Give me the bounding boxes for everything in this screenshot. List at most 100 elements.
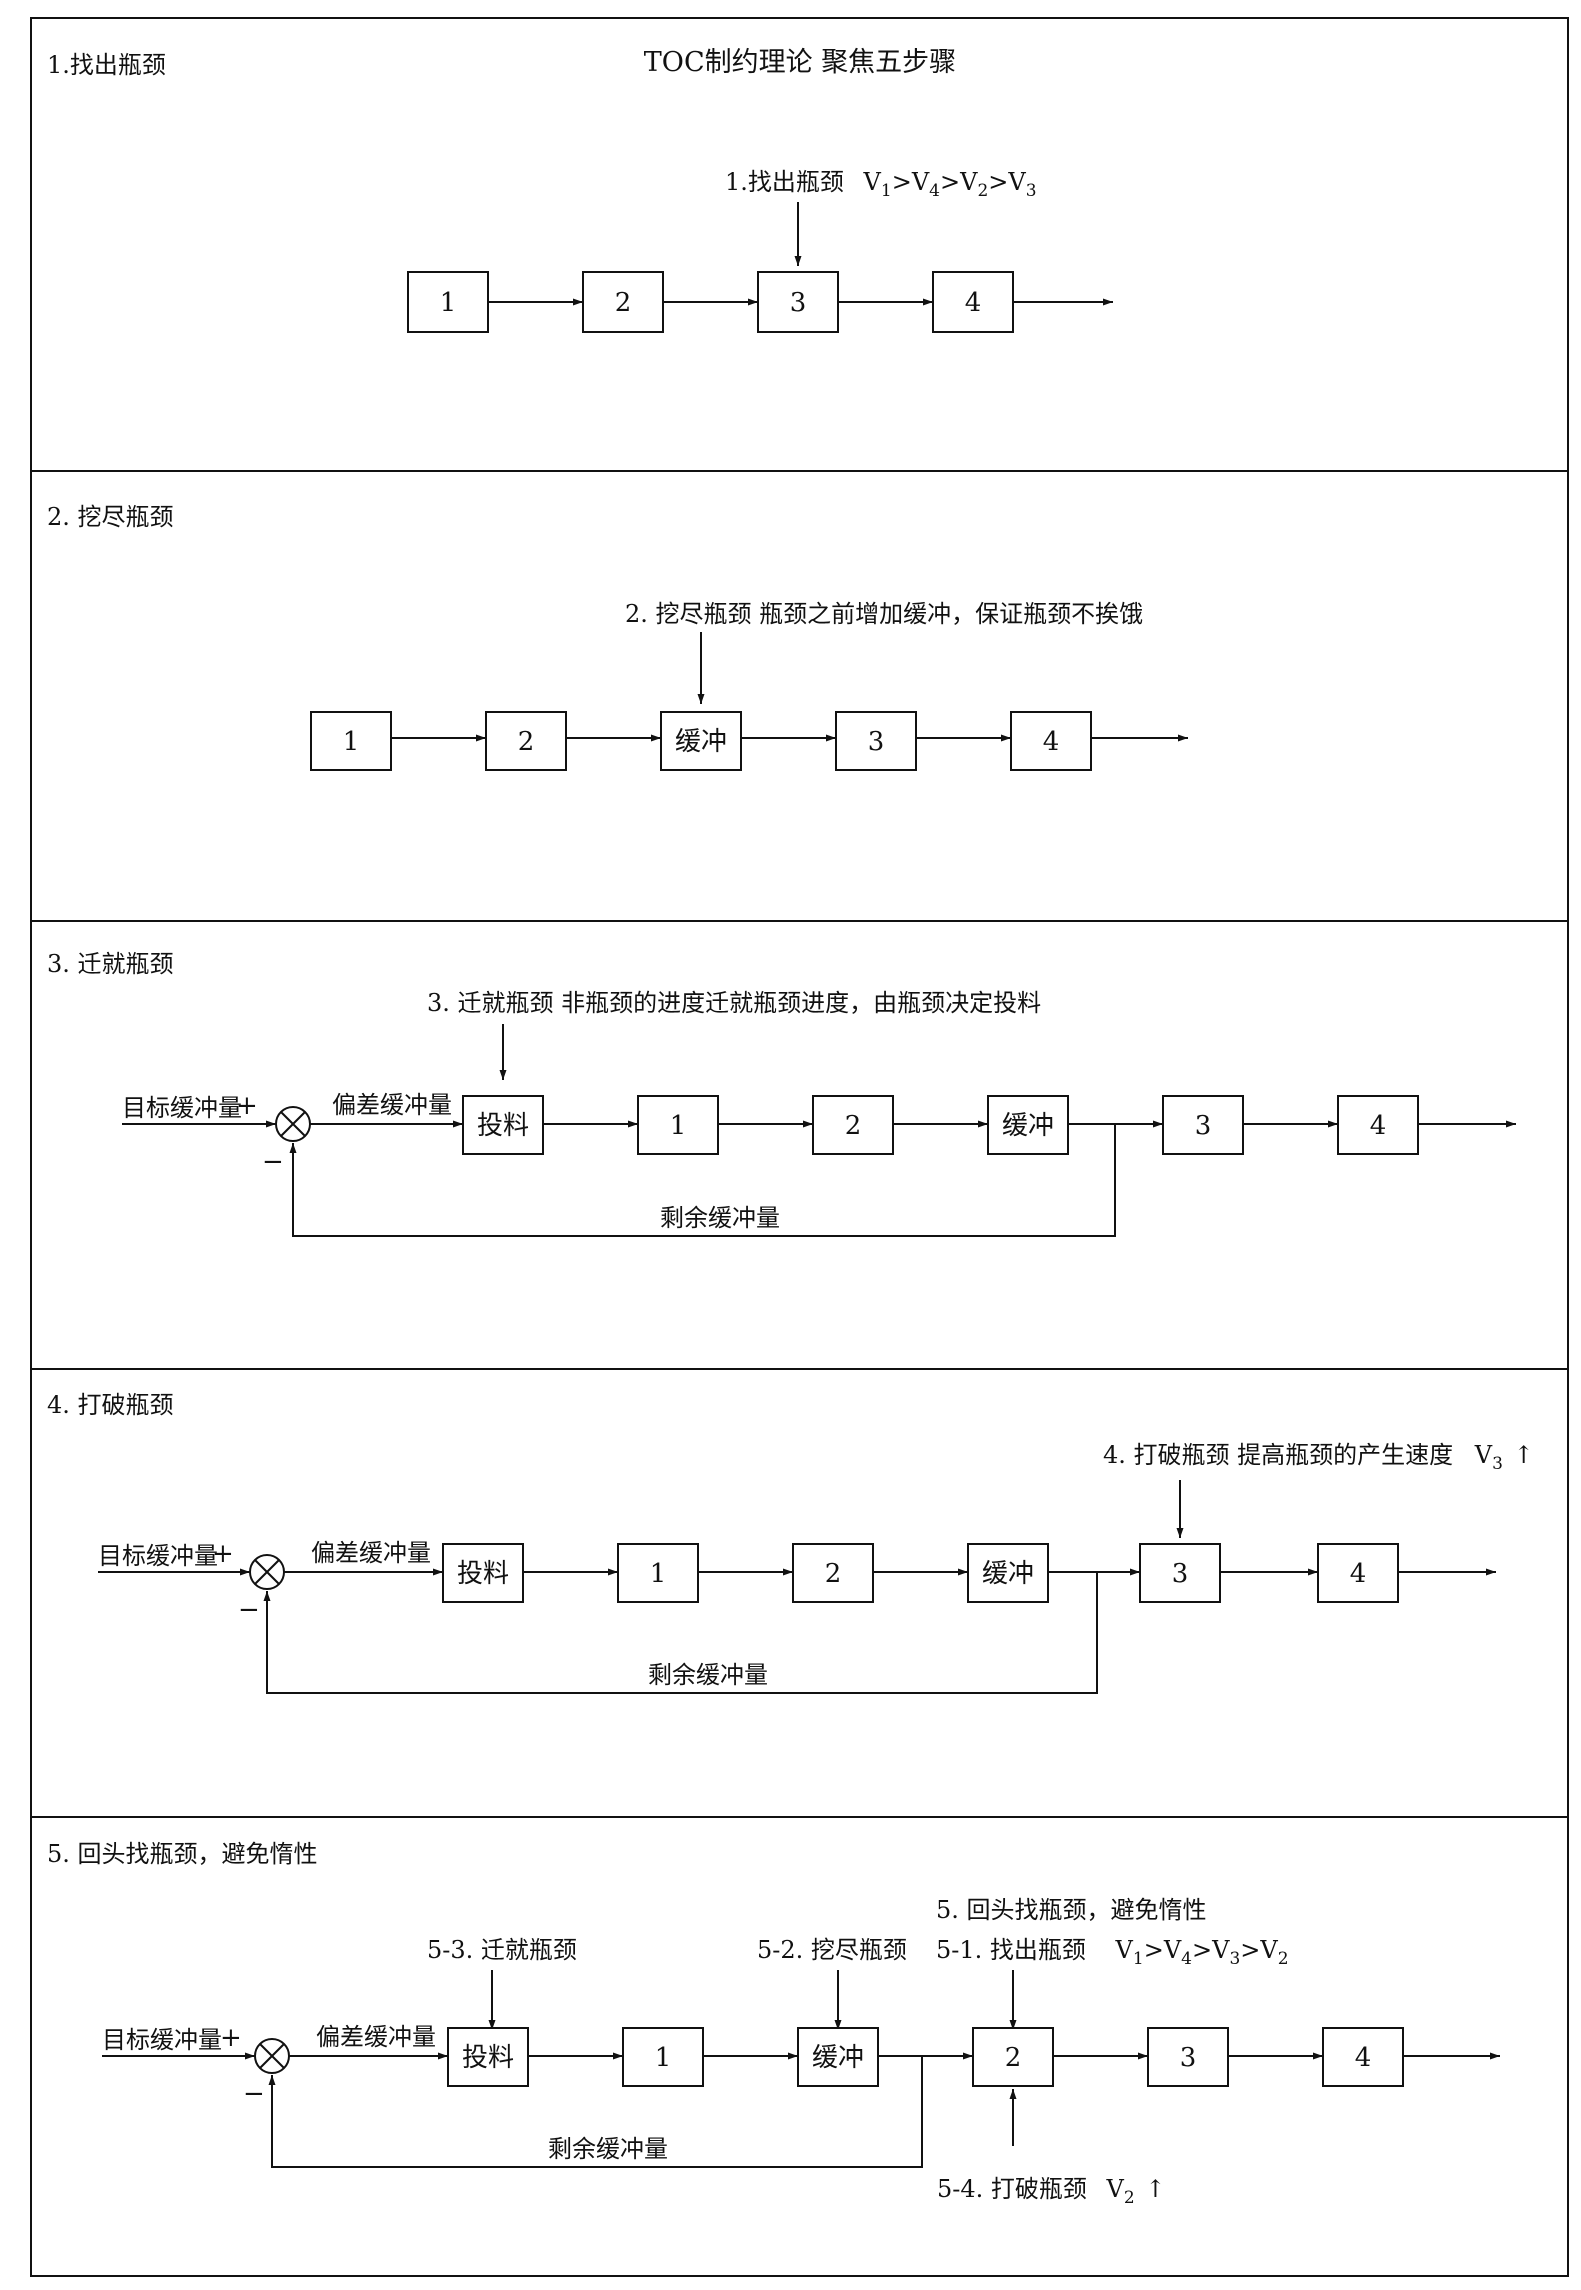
remaining-buffer-label: 剩余缓冲量 <box>548 2135 668 2163</box>
release-box: 投料 <box>462 1095 544 1155</box>
svg-text:投料: 投料 <box>462 2043 514 2073</box>
minus-sign: − <box>262 1147 284 1177</box>
target-buffer-label: 目标缓冲量 <box>98 1542 218 1570</box>
svg-text:4: 4 <box>1370 1111 1387 1141</box>
process-box: 4 <box>1317 1543 1399 1603</box>
target-buffer-label: 目标缓冲量 <box>102 2026 222 2054</box>
process-box: 4 <box>1337 1095 1419 1155</box>
panel-heading: 3. 迁就瓶颈 <box>47 950 174 978</box>
feedback-line <box>263 1572 1098 1694</box>
summing-junction <box>254 2038 290 2074</box>
svg-text:4: 4 <box>1043 727 1060 757</box>
step-annotation: 3. 迁就瓶颈 非瓶颈的进度迁就瓶颈进度，由瓶颈决定投料 <box>427 989 1041 1017</box>
svg-text:投料: 投料 <box>457 1559 509 1589</box>
process-box: 3 <box>757 271 839 333</box>
feedback-line <box>289 1124 1116 1237</box>
buffer-box: 缓冲 <box>797 2027 879 2087</box>
buffer-box: 缓冲 <box>987 1095 1069 1155</box>
svg-text:缓冲: 缓冲 <box>812 2043 864 2073</box>
panel-4-elevate-bottleneck: 4. 打破瓶颈 4. 打破瓶颈 提高瓶颈的产生速度 V3​ ↑ 目标缓冲量 + … <box>47 1391 1534 1694</box>
panel-1-find-bottleneck: 1.找出瓶颈 1.找出瓶颈 V1​>V4​>V2​>V3​ 1 2 3 4 <box>47 51 1113 333</box>
remaining-buffer-label: 剩余缓冲量 <box>648 1661 768 1689</box>
panel-5-repeat-avoid-inertia: 5. 回头找瓶颈，避免惰性 5. 回头找瓶颈，避免惰性 5-1. 找出瓶颈 V1… <box>47 1840 1500 2208</box>
panel-heading: 4. 打破瓶颈 <box>47 1391 174 1419</box>
svg-text:1: 1 <box>655 2043 672 2073</box>
process-box: 4 <box>1322 2027 1404 2087</box>
svg-text:2: 2 <box>615 288 632 318</box>
buffer-box: 缓冲 <box>660 711 742 771</box>
summing-junction <box>249 1554 285 1590</box>
plus-sign: + <box>212 1539 234 1569</box>
minus-sign: − <box>243 2079 265 2109</box>
deviation-buffer-label: 偏差缓冲量 <box>311 1539 431 1567</box>
process-box: 2 <box>485 711 567 771</box>
process-box: 3 <box>1147 2027 1229 2087</box>
process-box: 2 <box>582 271 664 333</box>
process-box: 1 <box>617 1543 699 1603</box>
release-box: 投料 <box>442 1543 524 1603</box>
svg-text:投料: 投料 <box>477 1111 529 1141</box>
release-box: 投料 <box>447 2027 529 2087</box>
panel-3-subordinate-to-bottleneck: 3. 迁就瓶颈 3. 迁就瓶颈 非瓶颈的进度迁就瓶颈进度，由瓶颈决定投料 目标缓… <box>47 950 1516 1237</box>
svg-text:4: 4 <box>965 288 982 318</box>
process-box: 2 <box>972 2027 1054 2087</box>
speed-formula: V1​>V4​>V3​>V2​ <box>1115 1936 1289 1969</box>
summing-junction <box>275 1106 311 1142</box>
svg-text:3: 3 <box>1195 1111 1212 1141</box>
panel-2-exploit-bottleneck: 2. 挖尽瓶颈 2. 挖尽瓶颈 瓶颈之前增加缓冲，保证瓶颈不挨饿 1 2 缓冲 … <box>47 503 1188 771</box>
step-annotation: 5-2. 挖尽瓶颈 <box>757 1936 907 1964</box>
deviation-buffer-label: 偏差缓冲量 <box>332 1091 452 1119</box>
step-annotation: 5. 回头找瓶颈，避免惰性 <box>936 1896 1207 1924</box>
svg-text:3: 3 <box>790 288 807 318</box>
page-title: TOC制约理论 聚焦五步骤 <box>644 47 956 78</box>
feedback-line <box>268 2056 923 2168</box>
step-annotation: 4. 打破瓶颈 提高瓶颈的产生速度 V3​ ↑ <box>1103 1441 1534 1474</box>
step-annotation: 1.找出瓶颈 V1​>V4​>V2​>V3​ <box>725 168 1037 201</box>
speed-formula: V1​>V4​>V2​>V3​ <box>863 168 1037 201</box>
speed-formula: V3​ <box>1474 1441 1503 1474</box>
step-annotation: 2. 挖尽瓶颈 瓶颈之前增加缓冲，保证瓶颈不挨饿 <box>625 600 1143 628</box>
svg-text:1: 1 <box>343 727 360 757</box>
panel-heading: 2. 挖尽瓶颈 <box>47 503 174 531</box>
process-box: 1 <box>310 711 392 771</box>
svg-text:4: 4 <box>1355 2043 1372 2073</box>
svg-text:3: 3 <box>1180 2043 1197 2073</box>
panel-heading: 5. 回头找瓶颈，避免惰性 <box>47 1840 318 1868</box>
increase-arrow-icon: ↑ <box>1145 2175 1165 2203</box>
svg-text:1: 1 <box>650 1559 667 1589</box>
svg-text:2: 2 <box>825 1559 842 1589</box>
process-box: 3 <box>1139 1543 1221 1603</box>
svg-text:缓冲: 缓冲 <box>1002 1111 1054 1141</box>
process-box: 2 <box>792 1543 874 1603</box>
target-buffer-label: 目标缓冲量 <box>122 1094 242 1122</box>
svg-text:缓冲: 缓冲 <box>982 1559 1034 1589</box>
panel-heading: 1.找出瓶颈 <box>47 51 166 79</box>
increase-arrow-icon: ↑ <box>1514 1441 1534 1469</box>
minus-sign: − <box>238 1595 260 1625</box>
step-annotation: 5-4. 打破瓶颈 V2​ ↑ <box>937 2175 1165 2208</box>
svg-text:4: 4 <box>1350 1559 1367 1589</box>
svg-text:2: 2 <box>518 727 535 757</box>
deviation-buffer-label: 偏差缓冲量 <box>316 2023 436 2051</box>
process-box: 1 <box>622 2027 704 2087</box>
svg-text:3: 3 <box>1172 1559 1189 1589</box>
plus-sign: + <box>236 1091 258 1121</box>
svg-text:1: 1 <box>440 288 457 318</box>
buffer-box: 缓冲 <box>967 1543 1049 1603</box>
svg-text:缓冲: 缓冲 <box>675 727 727 757</box>
process-box: 2 <box>812 1095 894 1155</box>
outer-frame <box>30 17 1569 2277</box>
svg-text:2: 2 <box>1005 2043 1022 2073</box>
svg-text:1: 1 <box>670 1111 687 1141</box>
step-annotation: 5-3. 迁就瓶颈 <box>427 1936 577 1964</box>
process-box: 1 <box>407 271 489 333</box>
process-box: 4 <box>1010 711 1092 771</box>
step-annotation: 5-1. 找出瓶颈 V1​>V4​>V3​>V2​ <box>936 1936 1289 1969</box>
process-box: 3 <box>835 711 917 771</box>
speed-formula: V2​ <box>1106 2175 1135 2208</box>
process-box: 3 <box>1162 1095 1244 1155</box>
process-box: 1 <box>637 1095 719 1155</box>
svg-text:2: 2 <box>845 1111 862 1141</box>
svg-text:3: 3 <box>868 727 885 757</box>
